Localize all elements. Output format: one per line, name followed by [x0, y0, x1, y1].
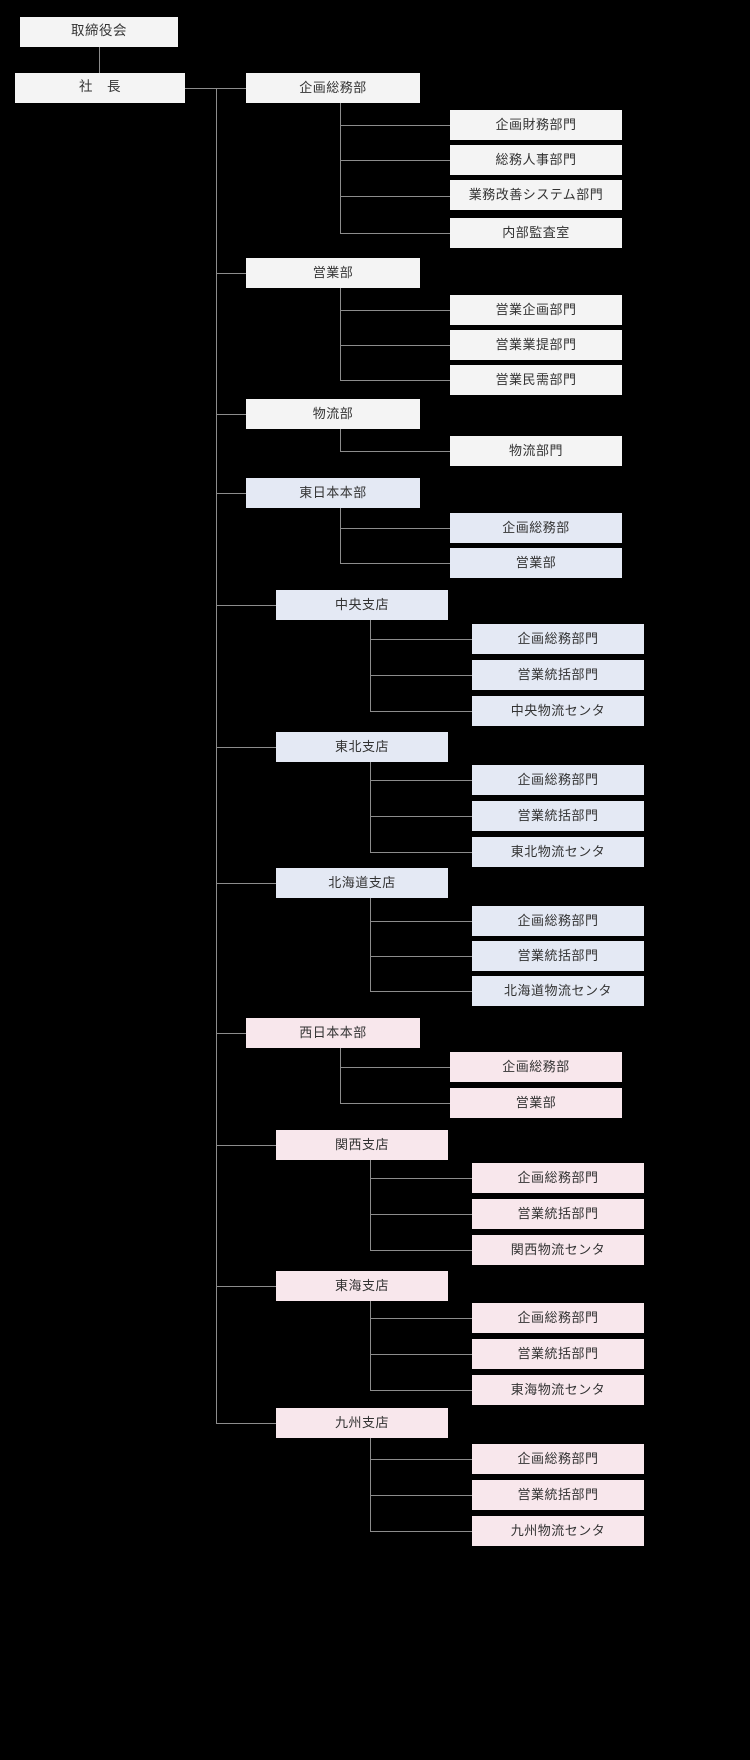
connector-b-kikaku-v	[340, 103, 341, 233]
org-node-kys-butsuryu[interactable]: 九州物流センタ	[472, 1516, 644, 1546]
connector-b-butsu-c1	[340, 451, 450, 452]
connector-president-stub	[185, 88, 246, 89]
org-node-kys-kikaku[interactable]: 企画総務部門	[472, 1444, 644, 1474]
org-node-board[interactable]: 取締役会	[20, 17, 178, 47]
connector-t-chuo	[216, 605, 276, 606]
connector-t-eigyo	[216, 273, 246, 274]
connector-b-tks-v	[370, 1301, 371, 1390]
connector-b-ts-c3	[370, 852, 472, 853]
org-node-eigyo-kikaku[interactable]: 営業企画部門	[450, 295, 622, 325]
connector-b-nh-v	[340, 1048, 341, 1103]
connector-b-hh-c2	[340, 563, 450, 564]
connector-b-cs-c2	[370, 675, 472, 676]
connector-b-kikaku-c2	[340, 160, 450, 161]
connector-b-ts-c2	[370, 816, 472, 817]
org-node-ks-eigyo[interactable]: 営業統括部門	[472, 1199, 644, 1229]
org-node-somu-jinji[interactable]: 総務人事部門	[450, 145, 622, 175]
org-node-ks-butsuryu[interactable]: 関西物流センタ	[472, 1235, 644, 1265]
connector-b-kikaku-c1	[340, 125, 450, 126]
connector-b-cs-c1	[370, 639, 472, 640]
org-node-cs-butsuryu[interactable]: 中央物流センタ	[472, 696, 644, 726]
connector-b-hs-c3	[370, 991, 472, 992]
connector-b-nh-c1	[340, 1067, 450, 1068]
org-node-butsuryubu[interactable]: 物流部	[246, 399, 420, 429]
org-node-hs-eigyo[interactable]: 営業統括部門	[472, 941, 644, 971]
connector-b-hs-v	[370, 898, 371, 991]
org-node-eigyobu[interactable]: 営業部	[246, 258, 420, 288]
org-node-kikaku-zaimu[interactable]: 企画財務部門	[450, 110, 622, 140]
org-node-tks-eigyo[interactable]: 営業統括部門	[472, 1339, 644, 1369]
connector-b-ts-v	[370, 762, 371, 852]
org-node-ts-kikaku[interactable]: 企画総務部門	[472, 765, 644, 795]
org-node-nh-eigyo[interactable]: 営業部	[450, 1088, 622, 1118]
connector-b-kikaku-c4	[340, 233, 450, 234]
connector-t-tokai	[216, 1286, 276, 1287]
connector-b-kys-c2	[370, 1495, 472, 1496]
org-node-hokkaido-shiten[interactable]: 北海道支店	[276, 868, 448, 898]
org-node-ks-kikaku[interactable]: 企画総務部門	[472, 1163, 644, 1193]
connector-t-nishi	[216, 1033, 246, 1034]
org-node-naibu-kansa[interactable]: 内部監査室	[450, 218, 622, 248]
connector-b-kikaku-c3	[340, 196, 450, 197]
connector-b-kys-c1	[370, 1459, 472, 1460]
connector-b-ts-c1	[370, 780, 472, 781]
org-node-eigyo-minju[interactable]: 営業民需部門	[450, 365, 622, 395]
connector-b-kys-v	[370, 1438, 371, 1531]
org-node-president[interactable]: 社 長	[15, 73, 185, 103]
connector-b-eigyo-v	[340, 288, 341, 380]
connector-b-tks-c3	[370, 1390, 472, 1391]
connector-t-kyushu	[216, 1423, 276, 1424]
org-node-nishi-honbu[interactable]: 西日本本部	[246, 1018, 420, 1048]
connector-b-ks-c3	[370, 1250, 472, 1251]
connector-b-cs-v	[370, 620, 371, 711]
connector-b-tks-c2	[370, 1354, 472, 1355]
org-node-ts-butsuryu[interactable]: 東北物流センタ	[472, 837, 644, 867]
connector-b-nh-c2	[340, 1103, 450, 1104]
org-node-hh-eigyo[interactable]: 営業部	[450, 548, 622, 578]
connector-t-kikaku	[216, 88, 246, 89]
org-node-kansai-shiten[interactable]: 関西支店	[276, 1130, 448, 1160]
connector-t-tohoku	[216, 747, 276, 748]
connector-b-ks-c1	[370, 1178, 472, 1179]
connector-b-hh-c1	[340, 528, 450, 529]
org-node-butsuryu-bumon[interactable]: 物流部門	[450, 436, 622, 466]
org-node-hh-kikaku-somu[interactable]: 企画総務部	[450, 513, 622, 543]
org-node-kyushu-shiten[interactable]: 九州支店	[276, 1408, 448, 1438]
org-node-tks-butsuryu[interactable]: 東海物流センタ	[472, 1375, 644, 1405]
org-node-higashi-honbu[interactable]: 東日本本部	[246, 478, 420, 508]
org-node-cs-kikaku[interactable]: 企画総務部門	[472, 624, 644, 654]
org-node-hs-butsuryu[interactable]: 北海道物流センタ	[472, 976, 644, 1006]
connector-b-tks-c1	[370, 1318, 472, 1319]
connector-b-hs-c2	[370, 956, 472, 957]
connector-b-ks-c2	[370, 1214, 472, 1215]
connector-b-butsu-v	[340, 429, 341, 451]
connector-b-hs-c1	[370, 921, 472, 922]
connector-b-eigyo-c2	[340, 345, 450, 346]
connector-b-hh-v	[340, 508, 341, 563]
org-node-tks-kikaku[interactable]: 企画総務部門	[472, 1303, 644, 1333]
org-node-tokai-shiten[interactable]: 東海支店	[276, 1271, 448, 1301]
org-node-tohoku-shiten[interactable]: 東北支店	[276, 732, 448, 762]
org-node-kys-eigyo[interactable]: 営業統括部門	[472, 1480, 644, 1510]
connector-b-ks-v	[370, 1160, 371, 1250]
connector-t-kansai	[216, 1145, 276, 1146]
connector-b-eigyo-c3	[340, 380, 450, 381]
org-node-ts-eigyo[interactable]: 営業統括部門	[472, 801, 644, 831]
connector-t-higashi	[216, 493, 246, 494]
org-node-hs-kikaku[interactable]: 企画総務部門	[472, 906, 644, 936]
org-node-kikaku-somubu[interactable]: 企画総務部	[246, 73, 420, 103]
connector-board-to-president	[99, 47, 100, 73]
connector-b-eigyo-c1	[340, 310, 450, 311]
connector-main-trunk	[216, 88, 217, 1423]
org-node-eigyo-gyotei[interactable]: 営業業提部門	[450, 330, 622, 360]
connector-b-cs-c3	[370, 711, 472, 712]
connector-t-butsuryu	[216, 414, 246, 415]
connector-t-hokkaido	[216, 883, 276, 884]
connector-b-kys-c3	[370, 1531, 472, 1532]
org-node-nh-kikaku-somu[interactable]: 企画総務部	[450, 1052, 622, 1082]
org-node-cs-eigyo[interactable]: 営業統括部門	[472, 660, 644, 690]
org-node-gyomu-kaizen[interactable]: 業務改善システム部門	[450, 180, 622, 210]
org-node-chuo-shiten[interactable]: 中央支店	[276, 590, 448, 620]
